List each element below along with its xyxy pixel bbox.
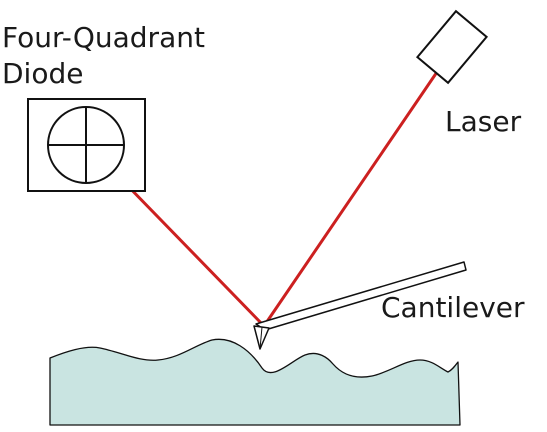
four-quadrant-diode bbox=[27, 98, 146, 192]
cantilever bbox=[253, 261, 467, 350]
laser-label: Laser bbox=[445, 105, 522, 138]
diode-label-line1: Four-Quadrant bbox=[2, 21, 205, 54]
diode-label-line2: Diode bbox=[2, 57, 83, 90]
incident-beam bbox=[262, 70, 439, 328]
cantilever-tip-edge bbox=[259, 326, 263, 350]
sample-surface bbox=[49, 338, 461, 426]
laser-source bbox=[415, 9, 489, 85]
cantilever-label: Cantilever bbox=[381, 291, 525, 324]
